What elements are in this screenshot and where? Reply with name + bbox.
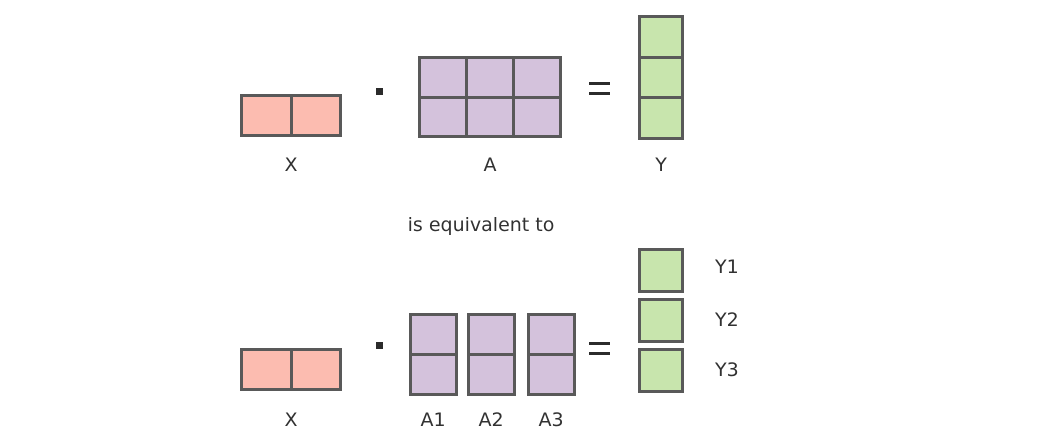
bottom-y3-block [638,348,684,393]
matrix-cell [515,98,559,135]
top-x-matrix [240,94,342,137]
bottom-y3-label: Y3 [715,359,739,381]
matrix-cell [530,316,573,353]
top-dot-operator-icon [376,88,383,95]
matrix-cell [530,356,573,393]
top-y-label: Y [655,154,667,176]
matrix-cell [641,58,681,97]
bottom-a1-block [409,313,458,396]
top-y-matrix [638,15,684,140]
matrix-cell [421,59,465,96]
matrix-cell [412,356,455,393]
matrix-cell [641,251,681,290]
bottom-y1-block [638,248,684,293]
matrix-cell [641,301,681,340]
bottom-a1-label: A1 [420,409,446,431]
bottom-x-label: X [284,409,298,431]
bottom-y2-label: Y2 [715,309,739,331]
matrix-cell [421,98,465,135]
bottom-equals-operator-icon [589,342,610,355]
top-a-label: A [483,154,497,176]
matrix-cell [243,97,290,134]
bottom-y2-block [638,298,684,343]
matrix-cell [292,351,339,388]
top-equals-operator-icon [589,82,610,95]
matrix-cell [468,59,512,96]
top-a-matrix [418,56,562,138]
matrix-cell [292,97,339,134]
matrix-cell [515,59,559,96]
bottom-a3-label: A3 [538,409,564,431]
matrix-cell [641,351,681,390]
bottom-dot-operator-icon [376,342,383,349]
matrix-cell [468,98,512,135]
matrix-cell [641,99,681,137]
matrix-cell [641,18,681,56]
matrix-cell [243,351,290,388]
bottom-a2-block [467,313,516,396]
equivalence-text: is equivalent to [407,214,555,236]
bottom-a3-block [527,313,576,396]
bottom-a2-label: A2 [478,409,504,431]
matrix-cell [470,316,513,353]
matrix-cell [412,316,455,353]
bottom-x-matrix [240,348,342,391]
top-x-label: X [284,154,298,176]
bottom-y1-label: Y1 [715,256,739,278]
matrix-cell [470,356,513,393]
